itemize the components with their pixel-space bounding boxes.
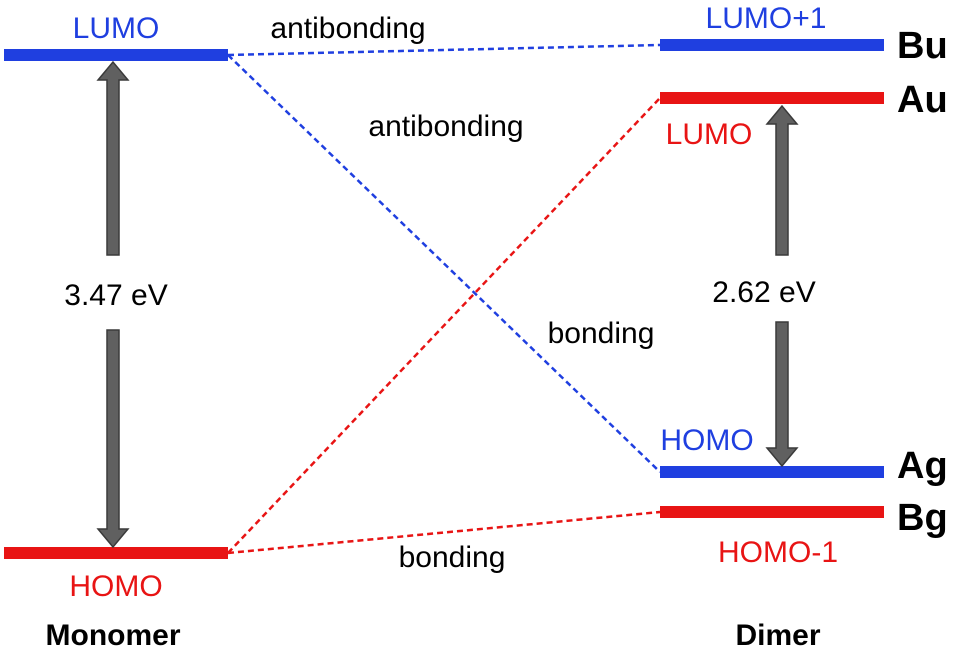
monomer-lumo-label: LUMO (73, 12, 160, 45)
lumo-to-homo-line (227, 54, 661, 473)
lumo-to-lumo-plus1-line (227, 43, 661, 57)
top-antibonding-label: antibonding (270, 12, 425, 45)
cross-antibonding-label: antibonding (368, 110, 523, 143)
homo-to-homo-minus1-line (227, 510, 661, 555)
monomer-gap-arrow (96, 60, 130, 549)
monomer-homo-label: HOMO (69, 570, 162, 603)
monomer-gap-label: 3.47 eV (64, 279, 167, 312)
dimer-lumo-plus1-label: LUMO+1 (706, 2, 827, 35)
symmetry-ag-label: Ag (897, 445, 948, 487)
dimer-homo-minus1-label: HOMO-1 (718, 536, 838, 569)
dimer-homo-label: HOMO (660, 424, 753, 457)
dimer-gap-label: 2.62 eV (712, 276, 815, 309)
dimer-title: Dimer (735, 619, 820, 652)
symmetry-au-label: Au (897, 79, 948, 121)
homo-to-lumo-line (227, 97, 661, 554)
symmetry-bg-label: Bg (897, 497, 948, 539)
dimer-gap-arrow (765, 104, 799, 468)
dimer-lumo-label: LUMO (666, 118, 753, 151)
bottom-bonding-label: bonding (399, 541, 506, 574)
cross-bonding-label: bonding (548, 317, 655, 350)
symmetry-bu-label: Bu (897, 25, 948, 67)
monomer-title: Monomer (46, 619, 181, 652)
